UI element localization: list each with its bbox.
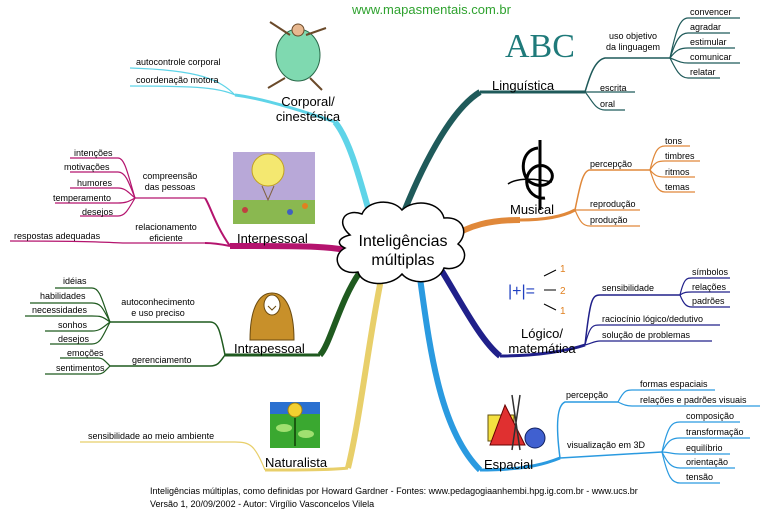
center-title-line1: Inteligências [358, 233, 448, 250]
interpessoal-title: Interpessoal [237, 231, 308, 246]
corporal-title-line1: Corporal/ [281, 94, 335, 109]
musical-reproducao: reprodução [590, 199, 636, 209]
espacial-subitem-5: equilíbrio [686, 443, 723, 453]
interpessoal-relacionamento: relacionamento eficiente [126, 222, 206, 244]
espacial-visualizacao: visualização em 3D [567, 440, 646, 450]
center-title-line2: múltiplas [371, 252, 435, 269]
svg-text:1: 1 [560, 306, 566, 317]
interpessoal-subitem-4: temperamento [53, 193, 112, 203]
espacial-subitem-6: orientação [686, 457, 729, 467]
logico-title-line2: matemática [508, 341, 576, 356]
musical-percepcao: percepção [590, 159, 633, 169]
linguistica-title: Linguística [492, 78, 555, 93]
intrapessoal-title: Intrapessoal [234, 341, 305, 356]
naturalista-title: Naturalista [265, 455, 328, 470]
linguistica-subitem-1: convencer [690, 7, 732, 17]
linguistica-uso-objetivo: uso objetivo da linguagem [598, 31, 668, 53]
intrapessoal-branch-lines [25, 270, 363, 375]
corporal-item-2: coordenação motora [136, 75, 219, 85]
intrapessoal-subitem-3: necessidades [32, 305, 88, 315]
intrapessoal-subitem-2: habilidades [40, 291, 86, 301]
corporal-item-1: autocontrole corporal [136, 57, 221, 67]
relacionamento-line1: relacionamento [135, 222, 197, 232]
logico-solucao: solução de problemas [602, 330, 691, 340]
musical-subitem-3: ritmos [665, 167, 690, 177]
musical-subitem-4: temas [665, 182, 690, 192]
svg-text:1: 1 [560, 264, 566, 275]
logico-title: Lógico/ matemática [497, 326, 587, 356]
math-symbols-icon: |+|= 1 2 1 [508, 264, 566, 317]
musical-branch-lines [448, 145, 700, 241]
uso-objetivo-line2: da linguagem [605, 42, 661, 52]
compreensao-line1: compreensão [142, 171, 198, 181]
linguistica-subitem-2: agradar [690, 22, 722, 32]
uso-objetivo-line1: uso objetivo [608, 31, 658, 41]
espacial-subitem-1: formas espaciais [640, 379, 708, 389]
footer-sources: Inteligências múltiplas, como definidas … [150, 486, 638, 496]
corporal-title-line2: cinestésica [275, 109, 341, 124]
balloon-people-icon [233, 152, 315, 224]
center-title: Inteligências múltiplas [340, 232, 466, 270]
espacial-subitem-4: transformação [686, 427, 744, 437]
head-lightbulb-icon [249, 292, 295, 341]
espacial-title: Espacial [484, 457, 534, 472]
musical-subitem-2: timbres [665, 151, 695, 161]
espacial-subitem-3: composição [686, 411, 735, 421]
linguistica-oral: oral [600, 99, 616, 109]
interpessoal-compreensao: compreensão das pessoas [134, 171, 206, 193]
interpessoal-branch-lines [9, 157, 346, 253]
linguistica-branch-lines [397, 17, 740, 224]
logico-title-line1: Lógico/ [521, 326, 563, 341]
interpessoal-subitem-3: humores [77, 178, 113, 188]
intrapessoal-subitem-4: sonhos [58, 320, 88, 330]
musical-producao: produção [590, 215, 628, 225]
musical-title: Musical [510, 202, 555, 217]
corporal-title: Corporal/ cinestésica [258, 94, 358, 124]
footer-author: Versão 1, 20/09/2002 - Autor: Virgílio V… [150, 499, 375, 509]
intrapessoal-gerenciamento: gerenciamento [132, 355, 192, 365]
espacial-subitem-2: relações e padrões visuais [640, 395, 747, 405]
intrapessoal-subitem-1: idéias [63, 276, 87, 286]
linguistica-subitem-4: comunicar [690, 52, 732, 62]
intrapessoal-autoconhecimento: autoconhecimento e uso preciso [112, 297, 204, 319]
interpessoal-subitem-1: intenções [74, 148, 113, 158]
center-cloud [336, 201, 466, 285]
geometric-shapes-icon [487, 394, 546, 451]
logico-subitem-3: padrões [692, 296, 725, 306]
treble-clef-icon [507, 140, 554, 210]
linguistica-subitem-3: estimular [690, 37, 727, 47]
naturalista-item: sensibilidade ao meio ambiente [88, 431, 215, 441]
svg-text:2: 2 [560, 286, 566, 297]
intrapessoal-emocoes: emoções [67, 348, 104, 358]
relacionamento-line2: eficiente [149, 233, 183, 243]
naturalista-branch-lines [80, 274, 385, 472]
interpessoal-respostas: respostas adequadas [14, 231, 101, 241]
compreensao-line2: das pessoas [144, 182, 196, 192]
espacial-percepcao: percepção [566, 390, 609, 400]
site-url: www.mapasmentais.com.br [352, 2, 511, 17]
autoconhecimento-line1: autoconhecimento [121, 297, 195, 307]
musical-subitem-1: tons [665, 136, 683, 146]
linguistica-subitem-5: relatar [690, 67, 716, 77]
logico-branch-lines [437, 266, 730, 359]
dancer-icon [267, 21, 327, 91]
interpessoal-subitem-2: motivações [64, 162, 110, 172]
espacial-subitem-7: tensão [686, 472, 714, 482]
intrapessoal-subitem-5: desejos [58, 334, 90, 344]
abc-icon: ABC [505, 28, 575, 65]
logico-raciocinio: raciocínio lógico/dedutivo [602, 314, 704, 324]
autoconhecimento-line2: e uso preciso [131, 308, 185, 318]
espacial-branch-lines [417, 277, 760, 484]
logico-subitem-2: relações [692, 282, 727, 292]
logico-sensibilidade: sensibilidade [602, 283, 655, 293]
svg-text:|+|=: |+|= [508, 283, 535, 300]
intrapessoal-sentimentos: sentimentos [56, 363, 105, 373]
logico-subitem-1: símbolos [692, 267, 729, 277]
plant-icon [270, 402, 320, 448]
linguistica-escrita: escrita [600, 83, 627, 93]
interpessoal-subitem-5: desejos [82, 207, 114, 217]
